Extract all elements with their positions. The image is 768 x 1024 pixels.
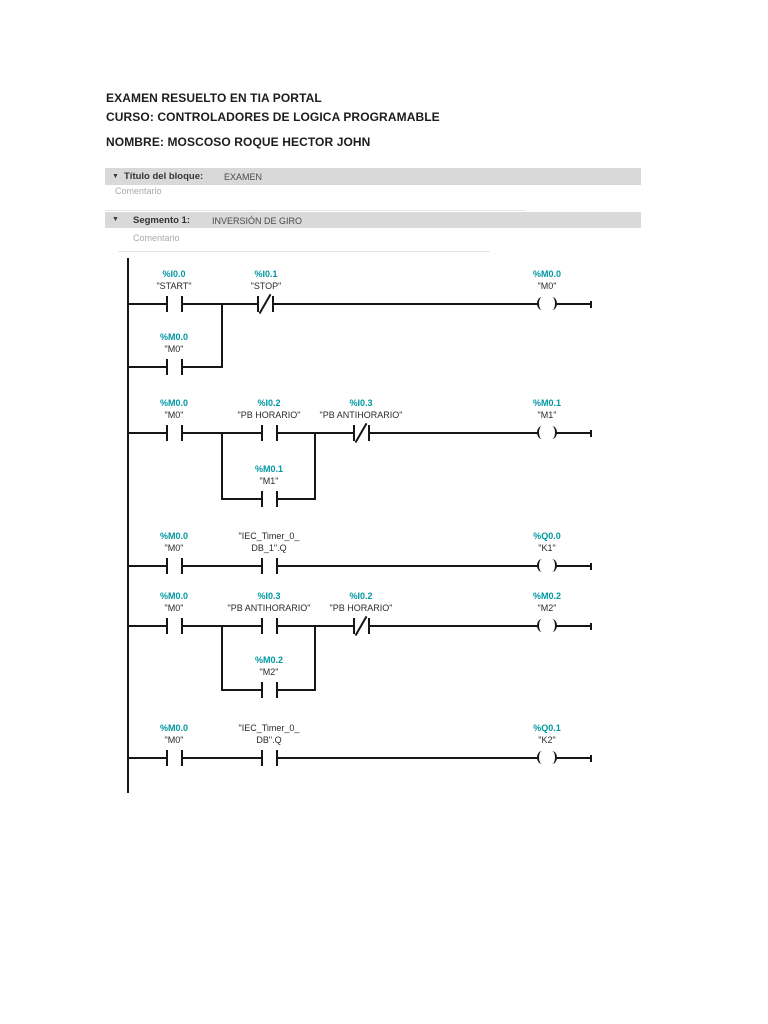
branch-vertical [221, 625, 223, 691]
no-contact-m1-latch [261, 491, 279, 507]
no-contact-pb-antihorario [261, 618, 279, 634]
branch-label-m2: %M0.2 "M2" [254, 655, 283, 677]
block-title-value: EXAMEN [224, 172, 263, 182]
rung-end-tick [590, 563, 592, 570]
rung-end-tick [590, 430, 592, 437]
rung-wire [128, 757, 592, 759]
no-contact-m0 [166, 618, 184, 634]
no-contact-timer1-q [261, 558, 279, 574]
contact-label-pb-horario: %I0.2 "PB HORARIO" [329, 591, 393, 613]
coil-m1 [537, 424, 557, 442]
block-comment: Comentario [115, 186, 162, 196]
rung-end-tick [590, 623, 592, 630]
contact-label-start: %I0.0 "START" [156, 269, 192, 291]
coil-label-k2: %Q0.1 "K2" [533, 723, 561, 745]
coil-m0 [537, 295, 557, 313]
no-contact-m0 [166, 750, 184, 766]
branch-vertical [314, 625, 316, 691]
nc-contact-pb-antihorario [353, 422, 371, 444]
block-title-label: Título del bloque: [124, 171, 204, 182]
segment-label: Segmento 1: [133, 214, 191, 226]
contact-label-stop: %I0.1 "STOP" [250, 269, 282, 291]
branch-label-m0: %M0.0 "M0" [159, 332, 188, 354]
doc-title-line-1: EXAMEN RESUELTO EN TIA PORTAL [106, 91, 322, 105]
contact-label-m0: %M0.0 "M0" [159, 723, 188, 745]
no-contact-m0 [166, 425, 184, 441]
segment-bar: ▼ Segmento 1: INVERSIÓN DE GIRO [105, 212, 641, 228]
block-title-bar: ▼ Título del bloque: EXAMEN [105, 168, 641, 185]
coil-label-m1: %M0.1 "M1" [532, 398, 561, 420]
contact-label-m0: %M0.0 "M0" [159, 398, 188, 420]
nc-slash-icon [354, 422, 368, 444]
collapse-triangle-icon: ▼ [112, 173, 119, 180]
rung-wire [128, 565, 592, 567]
doc-title-line-2: CURSO: CONTROLADORES DE LOGICA PROGRAMAB… [106, 110, 440, 124]
coil-m2 [537, 617, 557, 635]
branch-vertical [221, 432, 223, 500]
no-contact-m0-latch [166, 359, 184, 375]
branch-vertical [221, 303, 223, 368]
branch-vertical [314, 432, 316, 500]
coil-label-m2: %M0.2 "M2" [532, 591, 561, 613]
comment-underline [105, 210, 525, 211]
no-contact-timer-q [261, 750, 279, 766]
rung-wire [128, 303, 592, 305]
comment-underline [118, 251, 490, 252]
collapse-triangle-icon: ▼ [112, 216, 119, 223]
power-rail [127, 258, 129, 793]
contact-label-pb-horario: %I0.2 "PB HORARIO" [237, 398, 301, 420]
nc-slash-icon [354, 615, 368, 637]
coil-k1 [537, 557, 557, 575]
contact-label-pb-antihorario: %I0.3 "PB ANTIHORARIO" [227, 591, 311, 613]
contact-label-timer1-q: "IEC_Timer_0_ DB_1".Q [238, 531, 300, 553]
no-contact-start [166, 296, 184, 312]
contact-label-m0: %M0.0 "M0" [159, 531, 188, 553]
no-contact-m0 [166, 558, 184, 574]
no-contact-pb-horario [261, 425, 279, 441]
rung-end-tick [590, 301, 592, 308]
doc-title-line-3: NOMBRE: MOSCOSO ROQUE HECTOR JOHN [106, 135, 371, 149]
nc-contact-stop [257, 293, 275, 315]
no-contact-m2-latch [261, 682, 279, 698]
nc-contact-pb-horario [353, 615, 371, 637]
segment-value: INVERSIÓN DE GIRO [212, 215, 303, 226]
nc-slash-icon [258, 293, 272, 315]
branch-label-m1: %M0.1 "M1" [254, 464, 283, 486]
coil-label-k1: %Q0.0 "K1" [533, 531, 561, 553]
coil-k2 [537, 749, 557, 767]
contact-label-timer-q: "IEC_Timer_0_ DB".Q [238, 723, 300, 745]
contact-label-pb-antihorario: %I0.3 "PB ANTIHORARIO" [319, 398, 403, 420]
rung-end-tick [590, 755, 592, 762]
segment-comment: Comentario [133, 233, 180, 243]
contact-label-m0: %M0.0 "M0" [159, 591, 188, 613]
coil-label-m0: %M0.0 "M0" [532, 269, 561, 291]
